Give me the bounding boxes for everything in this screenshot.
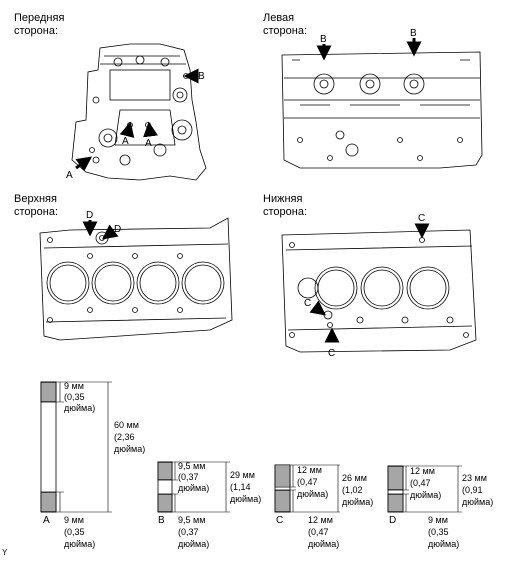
bolt-b-length-in-a: (1,14	[230, 482, 251, 492]
bolt-b-label: B	[158, 515, 165, 526]
callout-front-a1: A	[66, 170, 73, 181]
bolt-c-bottom-thread-in-b: дюйма)	[308, 539, 339, 549]
bolt-c-top-thread-in-b: дюйма)	[297, 489, 328, 499]
bolt-c-length: 26 мм	[342, 473, 367, 483]
callout-front-b: B	[198, 71, 205, 82]
front-view-title: Передняя сторона:	[14, 12, 65, 37]
bolt-d-label: D	[389, 515, 396, 526]
top-view	[39, 217, 233, 341]
bolt-c-label: C	[276, 515, 283, 526]
bolt-b-top-thread-in-a: (0,37	[178, 472, 199, 482]
bolt-d-length-in-a: (0,91	[462, 485, 483, 495]
callout-letters: A A A B B B D D C C C	[66, 28, 425, 359]
bolt-a-top-thread-in-a: (0,35	[64, 392, 85, 402]
bolt-d-top-thread: 12 мм	[410, 466, 435, 476]
bolt-b-length: 29 мм	[230, 470, 255, 480]
bolt-b-length-in-b: дюйма)	[230, 494, 261, 504]
bottom-arrow-c2	[309, 300, 326, 316]
bolt-b-bottom-thread-in-b: дюйма)	[178, 539, 209, 549]
bolt-c-bottom-thread-in-a: (0,47	[308, 527, 329, 537]
bolt-d-bottom-thread: 9 мм	[428, 515, 448, 525]
front-arrow-a1	[75, 156, 93, 172]
bolt-a-bottom-thread-in-a: (0,35	[64, 527, 85, 537]
bolt-a-length-in-b: дюйма)	[114, 444, 145, 454]
top-arrow-d2	[102, 224, 119, 240]
left-view	[281, 51, 483, 169]
bolt-b-spec: 9,5 мм (0,37 дюйма) 29 мм (1,14 дюйма) 9…	[157, 461, 261, 549]
bolt-d-top-thread-in-b: дюйма)	[410, 490, 441, 500]
callout-bottom-c2: C	[304, 298, 311, 309]
bolt-d-bottom-thread-in-b: дюйма)	[428, 539, 459, 549]
bolt-c-bottom-thread: 12 мм	[308, 515, 333, 525]
callout-top-d2: D	[114, 224, 121, 235]
bolt-c-spec: 12 мм (0,47 дюйма) 26 мм (1,02 дюйма) 12…	[274, 464, 373, 549]
bottom-view	[281, 229, 477, 353]
bolt-d-top-thread-in-a: (0,47	[410, 478, 431, 488]
callout-arrows	[75, 38, 430, 343]
bolt-c-top-thread: 12 мм	[297, 465, 322, 475]
callout-top-d1: D	[86, 210, 93, 221]
bolt-b-top-thread-in-b: дюйма)	[178, 483, 209, 493]
callout-front-a3: A	[145, 138, 152, 149]
bolt-a-top-thread-in-b: дюйма)	[64, 403, 95, 413]
bolt-a-top-thread: 9 мм	[64, 381, 84, 391]
bolt-c-length-in-a: (1,02	[342, 485, 363, 495]
callout-bottom-c3: C	[328, 348, 335, 359]
bolt-b-bottom-thread-in-a: (0,37	[178, 527, 199, 537]
left-view-title: Левая сторона:	[263, 12, 308, 37]
bolt-c-length-in-b: дюйма)	[342, 497, 373, 507]
callout-left-b2: B	[410, 28, 417, 39]
bolt-d-length-in-b: дюйма)	[462, 497, 493, 507]
bolt-a-length: 60 мм	[114, 420, 139, 430]
bottom-view-title: Нижняя сторона:	[263, 193, 308, 218]
bolt-a-spec: 9 мм (0,35 дюйма) 60 мм (2,36 дюйма) 9 м…	[40, 381, 145, 549]
bolt-b-top-thread: 9,5 мм	[178, 461, 205, 471]
front-arrow-a3	[143, 121, 158, 138]
bolt-a-bottom-thread: 9 мм	[64, 515, 84, 525]
bolt-a-bottom-thread-in-b: дюйма)	[64, 539, 95, 549]
callout-front-a2: A	[122, 136, 129, 147]
callout-bottom-c1: C	[418, 213, 425, 224]
footer-mark: Y	[2, 548, 8, 557]
bolt-d-length: 23 мм	[462, 473, 487, 483]
bolt-c-top-thread-in-a: (0,47	[297, 477, 318, 487]
front-view	[71, 43, 207, 181]
top-view-title: Верхняя сторона:	[14, 193, 59, 218]
bolt-b-bottom-thread: 9,5 мм	[178, 515, 205, 525]
front-arrow-a2	[119, 121, 135, 138]
bolt-d-spec: 12 мм (0,47 дюйма) 23 мм (0,91 дюйма) 9 …	[387, 465, 493, 549]
bolt-a-length-in-a: (2,36	[114, 432, 135, 442]
bolt-d-bottom-thread-in-a: (0,35	[428, 527, 449, 537]
bolt-a-label: A	[43, 515, 50, 526]
callout-left-b1: B	[320, 34, 327, 45]
